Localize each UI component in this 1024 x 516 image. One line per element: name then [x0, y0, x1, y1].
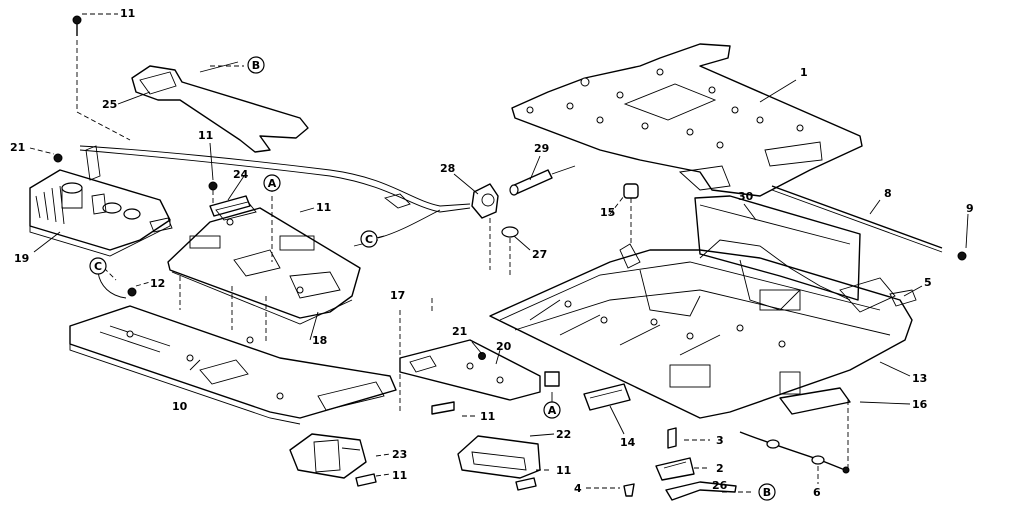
screw-11-mid [431, 401, 455, 415]
connector-marker-c-mid: C [360, 230, 378, 248]
leader-lines [29, 13, 969, 493]
motor-28 [471, 183, 499, 270]
main-chassis [489, 239, 913, 419]
part-label-28: 28 [440, 162, 455, 175]
screw-12 [97, 271, 137, 299]
part-label-25: 25 [102, 98, 117, 111]
connector-letter: A [268, 177, 277, 190]
part-label-1: 1 [800, 66, 808, 79]
power-supply-19 [29, 145, 173, 257]
connector-letter: B [763, 486, 771, 499]
cylinder-29 [509, 165, 576, 196]
logic-board-10 [69, 305, 397, 425]
screw-11-top [72, 15, 131, 141]
part-label-16: 16 [912, 398, 928, 411]
part-label-8: 8 [884, 187, 892, 200]
rear-shield-panel [694, 195, 861, 301]
connector-marker-b-top: B [247, 56, 265, 74]
part-label-6: 6 [813, 486, 821, 499]
interface-board-20 [399, 310, 541, 412]
part-label-11-right: 11 [316, 201, 331, 214]
top-cover-plate [511, 43, 863, 197]
part-label-12: 12 [150, 277, 165, 290]
part-label-14: 14 [620, 436, 636, 449]
part-label-5: 5 [924, 276, 932, 289]
connector-14 [583, 383, 631, 411]
part-label-23: 23 [392, 448, 407, 461]
connector-letter: C [94, 260, 102, 273]
guide-rod [771, 185, 943, 253]
block-a [544, 371, 560, 387]
plug-15 [623, 183, 639, 246]
part-label-21-right: 21 [452, 325, 467, 338]
side-latch-5 [889, 289, 917, 307]
washer-27 [501, 226, 519, 278]
part-labels: 1 2 3 4 5 6 8 9 10 11 11 11 11 11 11 12 … [10, 7, 974, 499]
screw-9 [957, 251, 967, 261]
part-label-3: 3 [716, 434, 724, 447]
part-label-11-board: 11 [198, 129, 213, 142]
part-label-11-top: 11 [120, 7, 135, 20]
connector-24 [209, 195, 251, 217]
connector-marker-a-top: A [263, 174, 281, 192]
bracket-23 [289, 433, 377, 487]
flat-cable-25 [131, 61, 309, 153]
connector-letter: B [252, 59, 260, 72]
board-18 [167, 201, 361, 342]
part-label-11-mid: 11 [480, 410, 495, 423]
part-label-18: 18 [312, 334, 327, 347]
cable-6 [739, 431, 850, 474]
holder-2 [655, 457, 695, 481]
wiring-harness [79, 145, 471, 239]
part-label-15: 15 [600, 206, 615, 219]
part-label-24: 24 [233, 168, 249, 181]
clip-4 [623, 483, 635, 497]
connector-marker-c-left: C [89, 257, 107, 275]
connector-marker-a-bottom: A [543, 401, 561, 419]
part-label-26: 26 [712, 479, 728, 492]
part-label-11-br: 11 [556, 464, 571, 477]
part-label-21-left: 21 [10, 141, 25, 154]
hook-3 [667, 427, 677, 449]
part-label-4: 4 [574, 482, 582, 495]
connector-letter: C [365, 233, 373, 246]
connector-marker-b-bottom: B [758, 483, 776, 501]
part-label-19: 19 [14, 252, 29, 265]
part-label-17: 17 [390, 289, 405, 302]
part-label-30: 30 [738, 190, 754, 203]
bracket-22 [457, 435, 541, 491]
front-bracket [779, 387, 851, 468]
part-label-29: 29 [534, 142, 549, 155]
part-label-13: 13 [912, 372, 927, 385]
screw-11-board [208, 181, 218, 206]
screw-21-right [478, 352, 486, 360]
part-label-10: 10 [172, 400, 188, 413]
part-label-11-bl: 11 [392, 469, 407, 482]
part-label-22: 22 [556, 428, 571, 441]
part-label-27: 27 [532, 248, 547, 261]
part-label-20: 20 [496, 340, 512, 353]
part-label-9: 9 [966, 202, 974, 215]
part-label-2: 2 [716, 462, 724, 475]
connector-letter: A [548, 404, 557, 417]
screw-21-left [53, 153, 63, 163]
